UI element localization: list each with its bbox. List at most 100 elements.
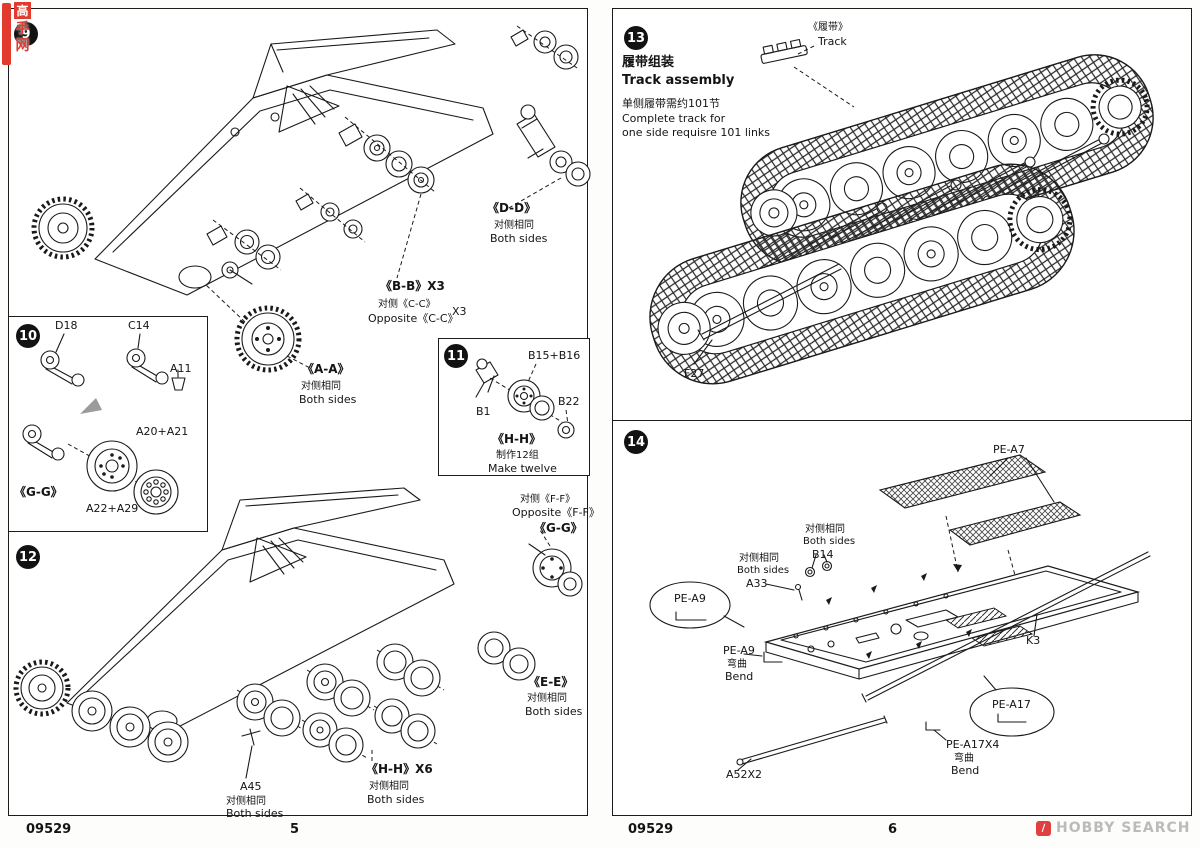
track-note-en2: one side requisre 101 links [622, 126, 771, 139]
label-d18: D18 [55, 319, 78, 332]
suspension-arms [40, 333, 169, 387]
gaoshou-watermark-strip [2, 3, 11, 65]
step13-illustration [649, 38, 1154, 385]
label-ff-en: Opposite《F-F》 [512, 506, 600, 519]
label-ee-cn: 对侧相同 [527, 693, 567, 704]
label-a11: A11 [170, 362, 192, 375]
label-gg-10: 《G-G》 [14, 485, 63, 499]
label-hh-11: 《H-H》 [492, 432, 542, 446]
label-dd: 《D-D》 [487, 201, 537, 215]
pe-a17-callout-bubble [969, 675, 1055, 737]
label-a33-en: Both sides [737, 565, 790, 576]
k3-rod [861, 551, 1151, 703]
label-track-cn: 《履带》 [808, 22, 848, 33]
label-k3: K3 [1026, 634, 1041, 647]
label-aa: 《A-A》 [302, 362, 350, 376]
label-f27: F27 [684, 367, 705, 380]
step10-illustration [22, 333, 186, 515]
track-title-cn: 履带组装 [622, 55, 675, 70]
label-hh-12-en: Both sides [367, 793, 425, 806]
step14-illustration [649, 454, 1151, 771]
gaoshou-watermark: 高 手 网 [2, 2, 46, 70]
pe-a9-callout-bubble [649, 581, 745, 629]
label-a20a21: A20+A21 [136, 425, 189, 438]
step12-illustration [13, 487, 583, 779]
mounted-running-gear [13, 659, 189, 763]
label-pe-a9-cn: 弯曲 [727, 659, 747, 670]
assembly-arrow [80, 398, 102, 414]
exploded-wheel-pairs [236, 643, 445, 737]
label-pe-a9: PE-A9 [723, 644, 755, 657]
label-gg-12: 《G-G》 [534, 521, 583, 535]
ee-wheel-pair [477, 631, 536, 681]
label-aa-en: Both sides [299, 393, 357, 406]
label-ee: 《E-E》 [528, 675, 574, 689]
label-c14: C14 [128, 319, 150, 332]
step14-number: 14 [624, 430, 648, 454]
label-hh-12-cn: 对侧相同 [369, 781, 409, 792]
label-hh-11-cn: 制作12组 [496, 450, 539, 461]
damper-dd [506, 104, 591, 210]
label-bb-cn: 对侧《C-C》 [378, 299, 436, 310]
label-a33: A33 [746, 577, 768, 590]
label-b15b16: B15+B16 [528, 349, 581, 362]
label-a52: A52X2 [726, 768, 763, 781]
label-pe-a17-callout: PE-A17 [992, 698, 1031, 711]
label-track-en: Track [818, 35, 847, 48]
bracket-b1 [475, 358, 499, 398]
lower-arm-gg [22, 424, 65, 461]
label-b14: B14 [812, 548, 834, 561]
step12-number: 12 [16, 545, 40, 569]
gaoshou-char-2: 手 [15, 20, 30, 37]
label-ff-cn: 对侧《F-F》 [520, 494, 576, 505]
return-roller-b15-b16 [489, 363, 563, 423]
left-kit-number: 09529 [26, 822, 72, 837]
label-a22a29: A22+A29 [86, 502, 139, 515]
right-page-divider [612, 420, 1192, 421]
step11-illustration [475, 358, 575, 439]
right-kit-number: 09529 [628, 822, 674, 837]
label-a33-cn: 对侧相同 [739, 553, 779, 564]
road-wheels [67, 440, 179, 515]
gg-damper-assembly [528, 529, 583, 597]
gaoshou-char-1: 高 [14, 2, 31, 19]
label-pe-a9-callout: PE-A9 [674, 592, 706, 605]
label-a45-en: Both sides [226, 807, 284, 820]
track-title-en: Track assembly [622, 73, 735, 88]
label-dd-cn: 对侧相同 [494, 220, 534, 231]
track-note-cn: 单侧履带需约101节 [622, 97, 720, 110]
gaoshou-char-3: 网 [15, 37, 30, 54]
hobby-search-text: HOBBY SEARCH [1056, 820, 1191, 836]
label-b1: B1 [476, 405, 491, 418]
label-hh-11-en: Make twelve [488, 462, 557, 475]
label-pe-a9-en: Bend [725, 670, 754, 683]
label-pe-a17-en: Bend [951, 764, 980, 777]
step13-number: 13 [624, 26, 648, 50]
chassis-plate [763, 565, 1141, 680]
track-note-en1: Complete track for [622, 112, 726, 125]
left-page-number: 5 [290, 822, 300, 837]
f27-torsion-bar [693, 263, 842, 365]
hobby-search-watermark: ∕ HOBBY SEARCH [1036, 820, 1190, 836]
label-pe-a17: PE-A17X4 [946, 738, 1000, 751]
track-link-part [760, 38, 855, 108]
pe-a17-bent-part [925, 721, 947, 741]
mid-suspension-parts [221, 187, 366, 285]
label-a45-cn: 对侧相同 [226, 796, 266, 807]
roller-cluster-lower [206, 219, 282, 271]
label-ee-en: Both sides [525, 705, 583, 718]
label-b14-cn: 对侧相同 [805, 524, 845, 535]
label-pe-a7: PE-A7 [993, 443, 1025, 456]
near-track-run [649, 163, 1075, 385]
label-bb-x3: X3 [452, 305, 467, 318]
label-aa-cn: 对侧相同 [301, 381, 341, 392]
a11-cone-part [171, 369, 186, 391]
hh-wheel-pairs [301, 698, 438, 763]
roller-cluster-bb [338, 116, 436, 279]
step9-number: 9 [14, 22, 38, 46]
hobby-search-icon: ∕ [1036, 820, 1051, 836]
step10-number: 10 [16, 324, 40, 348]
a52-rod [736, 715, 888, 771]
hull-exploded-view [94, 29, 494, 296]
a45-bracket [241, 728, 261, 779]
